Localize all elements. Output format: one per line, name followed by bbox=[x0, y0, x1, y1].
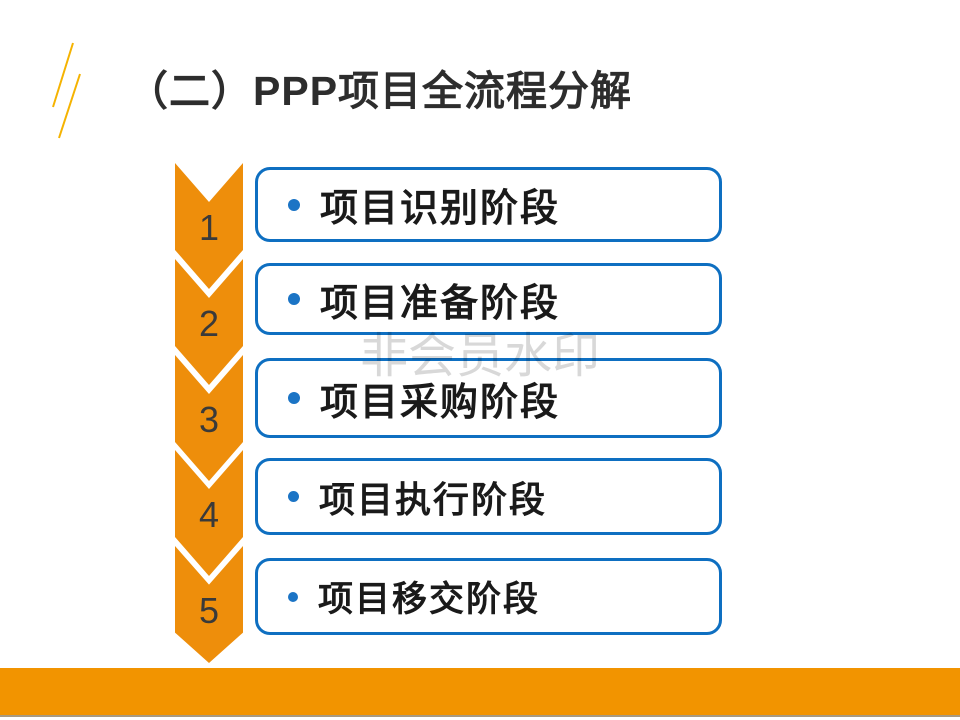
header-accent-lines bbox=[52, 30, 894, 146]
stage-box: 项目识别阶段 bbox=[255, 167, 722, 242]
bottom-accent-bar bbox=[0, 668, 960, 715]
stage-number: 5 bbox=[198, 590, 220, 631]
stage-number: 1 bbox=[198, 207, 220, 248]
diagonal-slash-icon bbox=[58, 73, 81, 139]
bullet-icon bbox=[288, 293, 300, 305]
stage-number: 3 bbox=[198, 399, 220, 440]
stage-number: 4 bbox=[198, 494, 220, 535]
stage-label: 项目准备阶段 bbox=[320, 282, 561, 325]
stage-number: 2 bbox=[198, 303, 220, 344]
bullet-icon bbox=[288, 491, 299, 502]
stage-box: 项目执行阶段 bbox=[255, 458, 722, 535]
diagonal-slash-icon bbox=[52, 42, 74, 108]
stage-box: 项目移交阶段 bbox=[255, 558, 722, 635]
stage-label: 项目采购阶段 bbox=[320, 381, 561, 424]
stage-box: 项目准备阶段 bbox=[255, 263, 722, 335]
bullet-icon bbox=[288, 591, 298, 602]
page-title: （二）PPP项目全流程分解 bbox=[127, 68, 633, 114]
stage-label: 项目移交阶段 bbox=[318, 580, 541, 619]
stage-label: 项目识别阶段 bbox=[320, 188, 561, 230]
bottom-bar-shadow bbox=[0, 715, 960, 717]
stage-label: 项目执行阶段 bbox=[319, 478, 548, 520]
bullet-icon bbox=[288, 198, 300, 211]
stage-box: 项目采购阶段 bbox=[255, 358, 722, 438]
bullet-icon bbox=[288, 392, 300, 404]
watermark: 非会员水印 bbox=[360, 330, 601, 383]
